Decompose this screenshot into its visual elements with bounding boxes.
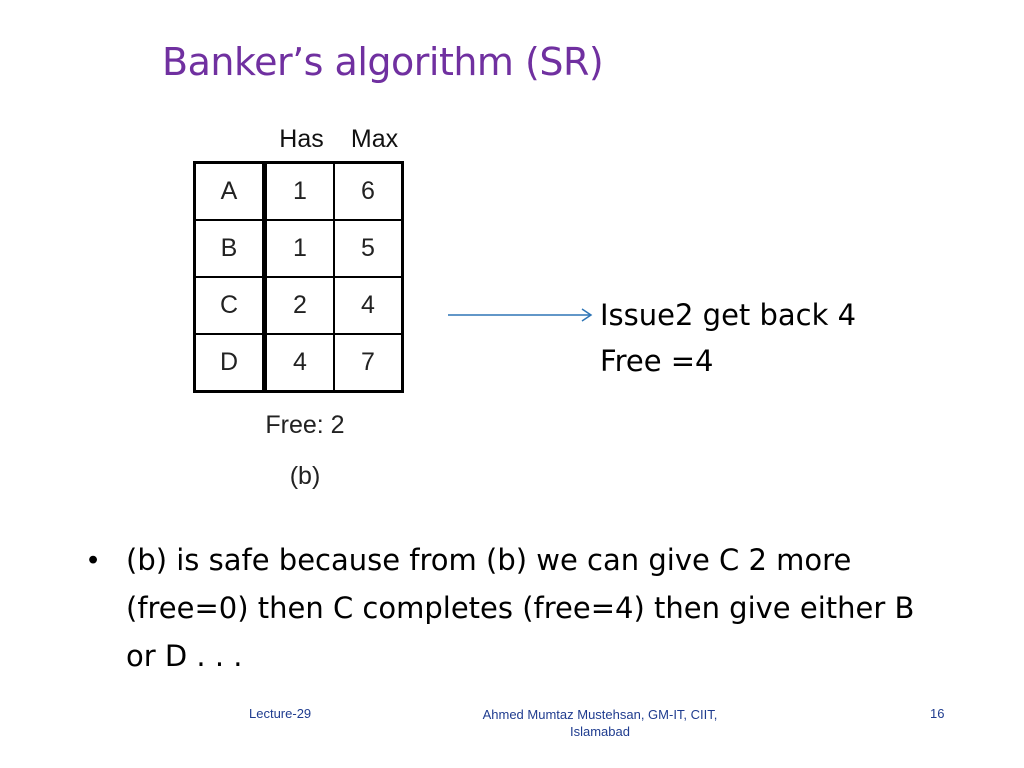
has-cell: 2 [263,276,335,335]
footer-page-number: 16 [930,706,945,721]
has-cell: 4 [263,333,335,393]
process-cell: A [193,161,267,221]
footer-author-line2: Islamabad [570,724,630,739]
has-cell: 1 [263,161,335,221]
table-caption: (b) [289,462,321,490]
slide-title: Banker’s algorithm (SR) [162,40,604,84]
max-cell: 7 [333,333,404,393]
process-cell: B [193,219,267,278]
note-line-free: Free =4 [600,344,714,378]
table-row: B 1 5 [193,219,404,278]
max-cell: 4 [333,276,404,335]
free-count-label: Free: 2 [265,411,345,439]
table-row: C 2 4 [193,276,404,335]
footer-author: Ahmed Mumtaz Mustehsan, GM-IT, CIIT, Isl… [450,706,750,740]
table-row: A 1 6 [193,161,404,221]
table-column-headers: Has Max [265,124,411,154]
annotation-note: Issue2 get back 4 Free =4 [600,292,856,384]
max-cell: 6 [333,161,404,221]
column-header-has: Has [279,125,324,153]
bullet-point: • (b) is safe because from (b) we can gi… [88,536,948,680]
bullet-text: (b) is safe because from (b) we can give… [126,543,915,673]
right-arrow-icon [448,308,593,322]
bullet-icon: • [88,544,99,576]
note-line-issue: Issue2 get back 4 [600,298,857,332]
has-cell: 1 [263,219,335,278]
table-row: D 4 7 [193,333,404,393]
resource-allocation-table: A 1 6 B 1 5 C 2 4 D 4 7 [193,161,404,393]
footer-author-line1: Ahmed Mumtaz Mustehsan, GM-IT, CIIT, [482,707,718,722]
process-cell: D [193,333,267,393]
process-cell: C [193,276,267,335]
column-header-max: Max [350,125,399,153]
footer-lecture: Lecture-29 [249,706,312,721]
max-cell: 5 [333,219,404,278]
